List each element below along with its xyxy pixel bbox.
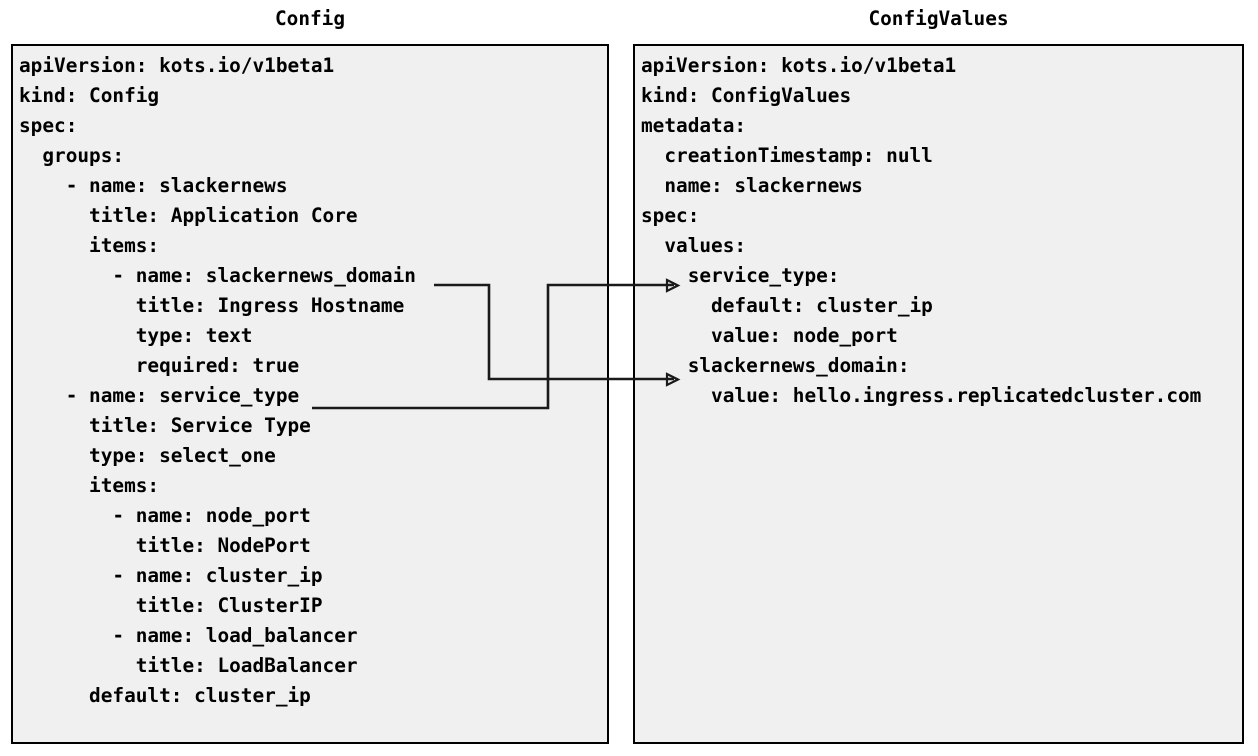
- panel-title-configvalues: ConfigValues: [868, 7, 1009, 30]
- configvalues-yaml-code: apiVersion: kots.io/v1beta1 kind: Config…: [641, 54, 1202, 407]
- config-yaml-code: apiVersion: kots.io/v1beta1 kind: Config…: [19, 54, 416, 707]
- panel-config: apiVersion: kots.io/v1beta1 kind: Config…: [11, 44, 609, 744]
- panel-title-config: Config: [274, 7, 346, 30]
- panel-configvalues: apiVersion: kots.io/v1beta1 kind: Config…: [633, 44, 1244, 744]
